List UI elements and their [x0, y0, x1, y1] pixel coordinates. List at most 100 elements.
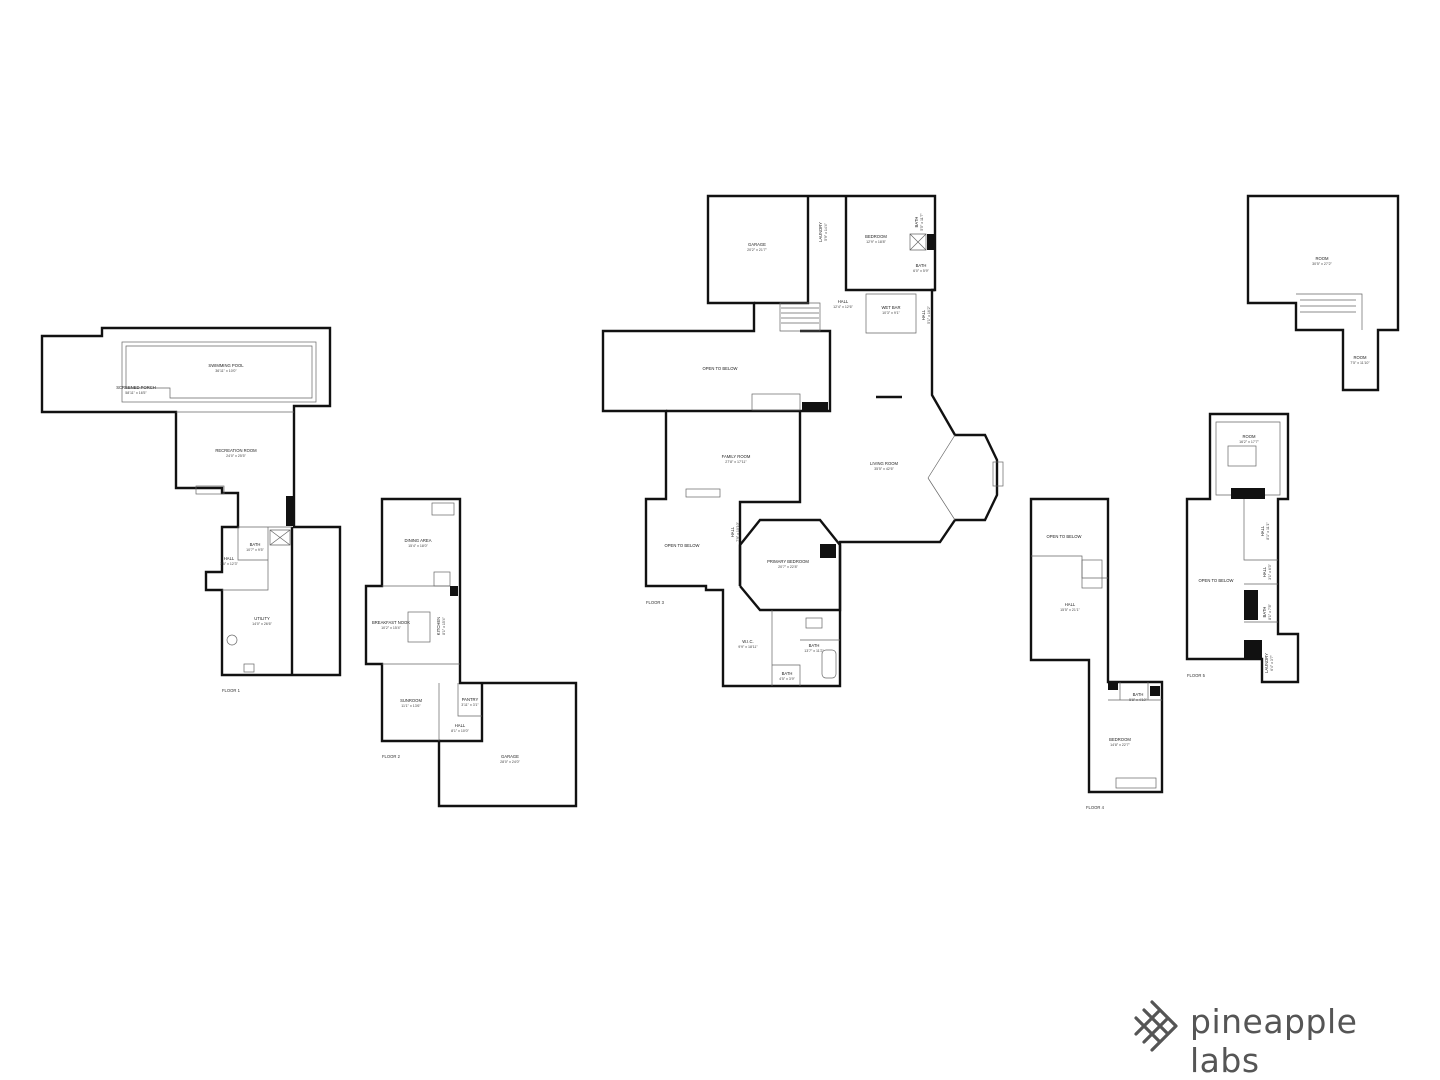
floor-4-room-label-bath: BATH [1133, 692, 1144, 697]
floor-5-room-label-bath: BATH [1262, 607, 1267, 618]
floor-3-room-label-garage: GARAGE [748, 242, 766, 247]
floor-3-room-dims-garage: 20'2" x 21'7" [747, 248, 767, 252]
floor-3-room-label-bath-3: BATH [809, 643, 820, 648]
bath-partitions-floor-3 [771, 610, 840, 686]
floor-5-room-label-laundry: LAUNDRY [1264, 653, 1269, 673]
floor-3-chimney [927, 234, 935, 250]
floor-1-room-label-bath: BATH [250, 542, 261, 547]
floor-4-bath-partitions [1108, 682, 1162, 701]
floor-2-room-dims-kitchen: 8'1" x 15'4" [442, 616, 446, 634]
floor-3-room-dims-bath-1: 5'5" x 11'7" [920, 213, 924, 231]
floor-2-hall-wall [439, 683, 484, 743]
utility-fixture [243, 663, 255, 673]
floor-3-fireplace [802, 402, 828, 411]
floor-3-room-dims-bath-2: 6'0" x 5'9" [913, 269, 929, 273]
floor-1-room-label-porch: SCREENED PORCH [116, 385, 156, 390]
floor-3-room-label-living: LIVING ROOM [870, 461, 898, 466]
floor-3-interior-walls [666, 196, 935, 586]
brand-name: pineapple labs [1190, 1002, 1358, 1080]
floor-3-room-label-primary: PRIMARY BEDROOM [767, 559, 809, 564]
floor-2-room-dims-pantry: 3'11" x 3'1" [461, 703, 479, 707]
floor-4-room-label-open: OPEN TO BELOW [1047, 534, 1082, 539]
floor-2-room-dims-sunroom: 11'1" x 13'6" [401, 704, 421, 708]
floor-4-plan: OPEN TO BELOW HALL 15'5" x 21'1" BATH 5'… [1029, 497, 1164, 810]
floor-5-upper-wall [1246, 194, 1400, 392]
floor-2-room-dims-hall: 8'1" x 10'0" [451, 729, 469, 733]
floor-2-plan: DINING AREA 15'4" x 18'0" BREAKFAST NOOK… [364, 497, 578, 808]
floor-3-column [820, 544, 836, 558]
chimney-mass [286, 496, 293, 526]
floor-2-outer-wall [364, 497, 578, 808]
floor-4-room-dims-bedroom: 14'8" x 22'7" [1110, 743, 1130, 747]
floor-1-room-dims-hall: 3'6" x 12'3" [220, 562, 238, 566]
floor-3-room-label-laundry: LAUNDRY [818, 222, 823, 242]
floor-4-column-2 [1150, 686, 1160, 696]
bay-window [927, 434, 956, 521]
floor-4-column [1108, 682, 1118, 690]
floor-3-room-dims-living: 35'5" x 42'6" [874, 467, 894, 471]
floor-4-open-rail [1031, 555, 1108, 579]
floor-2-room-label-pantry: PANTRY [462, 697, 479, 702]
floor-5-room-label-room-2: ROOM [1353, 355, 1367, 360]
floor-5-room-label-hall-1: HALL [1260, 525, 1265, 536]
bathtub [821, 649, 837, 679]
floor-3-room-label-open-2: OPEN TO BELOW [665, 543, 700, 548]
floor-1-room-label-utility: UTILITY [254, 616, 270, 621]
floor-5-column-2 [1244, 640, 1262, 658]
kitchen-island [407, 611, 431, 643]
floor-2-room-label-garage: GARAGE [501, 754, 519, 759]
floor-3-room-label-family: FAMILY ROOM [722, 454, 751, 459]
floor-1-room-dims-bath: 10'7" x 9'5" [246, 548, 264, 552]
floor-5-plan: ROOM 30'5" x 27'2" ROOM 7'5" x 11'10" RO… [1185, 194, 1400, 684]
closet-x [269, 529, 291, 546]
floor-3-caption: FLOOR 3 [646, 600, 665, 605]
floor-1-room-label-recreation: RECREATION ROOM [215, 448, 257, 453]
floor-2-room-dims-dining: 15'4" x 18'0" [408, 544, 428, 548]
primary-bedroom-wall [738, 518, 842, 612]
floor-2-room-dims-garage: 28'0" x 24'0" [500, 760, 520, 764]
floor-3-room-dims-hall-1: 12'4" x 12'6" [833, 305, 853, 309]
floor-1-room-dims-pool: 36'11" x 10'0" [215, 369, 237, 373]
floor-1-plan: SWIMMING POOL 36'11" x 10'0" SCREENED PO… [40, 326, 342, 693]
pineapple-lattice-icon [1134, 1000, 1178, 1052]
floor-1-caption: FLOOR 1 [222, 688, 241, 693]
floor-3-room-dims-bath-3: 13'7" x 11'2" [804, 649, 824, 653]
floor-2-caption: FLOOR 2 [382, 754, 401, 759]
floor-4-room-label-bedroom: BEDROOM [1109, 737, 1131, 742]
floor-3-room-label-bath-4: BATH [782, 671, 793, 676]
floor-5-room-label-hall-2: HALL [1262, 566, 1267, 577]
floor-5-room-label-room-3: ROOM [1242, 434, 1256, 439]
floor-2-room-label-hall: HALL [455, 723, 466, 728]
brand-logo: pineapple labs [1130, 996, 1420, 1080]
floor-1-outer-wall [40, 326, 342, 677]
floor-2-partitions [382, 585, 482, 741]
floor-3-room-label-open-1: OPEN TO BELOW [703, 366, 738, 371]
vanity-sink [805, 617, 823, 629]
floor-5-fireplace [1231, 488, 1265, 499]
floor-5-lower-wall [1185, 412, 1300, 684]
floor-3-room-label-hall-3: HALL [730, 526, 735, 537]
family-room-fireplace-hearth [685, 488, 721, 498]
floor-4-room-dims-hall: 15'5" x 21'1" [1060, 608, 1080, 612]
floor-3-room-label-hall-1: HALL [838, 299, 849, 304]
floor-2-room-dims-nook: 10'2" x 15'4" [381, 626, 401, 630]
floor-2-room-label-dining: DINING AREA [405, 538, 432, 543]
wet-bar-room [865, 293, 917, 334]
floor-5-room-label-open: OPEN TO BELOW [1199, 578, 1234, 583]
stair-floor-2 [433, 571, 451, 587]
floor-3-outer-wall [601, 194, 999, 688]
swimming-pool-outline [121, 341, 317, 403]
floor-5-skylight [1227, 445, 1257, 467]
floor-2-room-label-sunroom: SUNROOM [400, 698, 422, 703]
floor-1-room-label-hall: HALL [224, 556, 235, 561]
floor-5-room-dims-room-3: 16'2" x 17'7" [1239, 440, 1259, 444]
floor-4-stair [1081, 559, 1103, 589]
water-heater [226, 634, 238, 646]
floor-4-caption: FLOOR 4 [1086, 805, 1105, 810]
floor-1-room-label-pool: SWIMMING POOL [208, 363, 244, 368]
floor-3-room-label-bath-2: BATH [916, 263, 927, 268]
floor-5-caption: FLOOR 5 [1187, 673, 1206, 678]
floor-3-room-label-hall-2: HALL [921, 309, 926, 320]
floor-1-room-dims-utility: 14'0" x 26'6" [252, 622, 272, 626]
